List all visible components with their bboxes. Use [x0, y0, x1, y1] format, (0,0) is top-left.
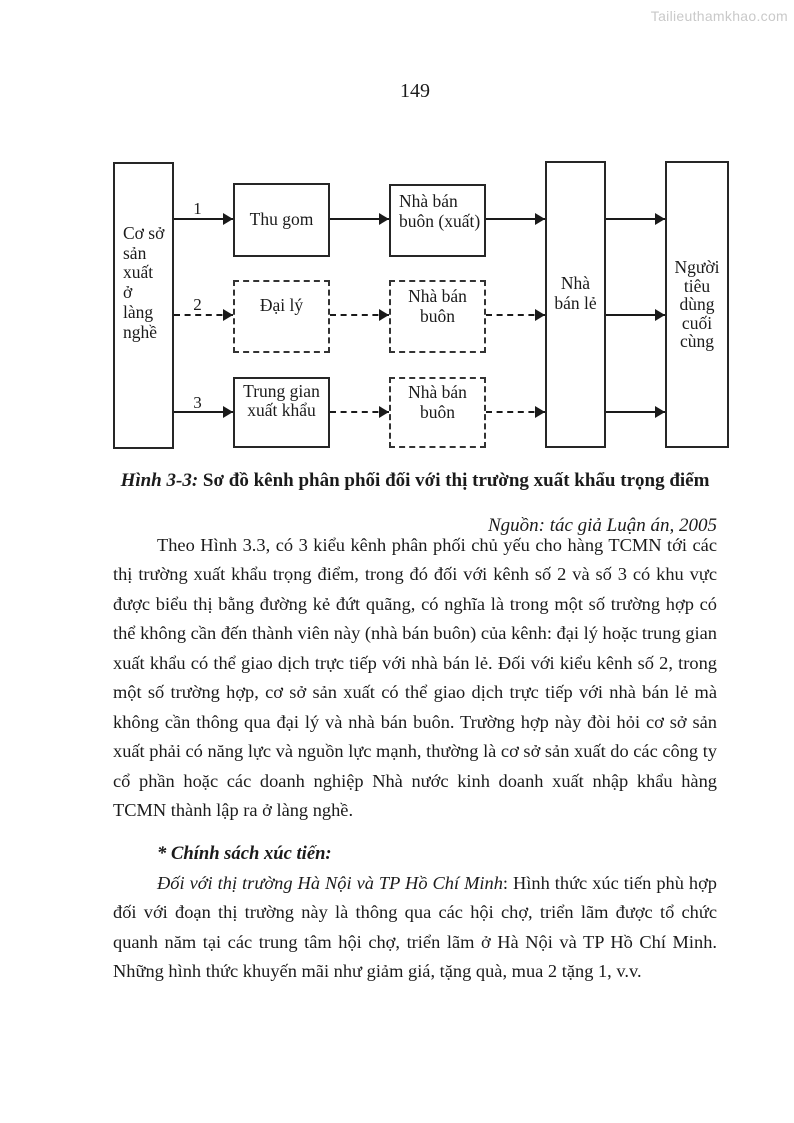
- arrow-wholesaler2-to-retailer: [486, 309, 545, 321]
- box-wholesaler-export: Nhà bán buôn (xuất): [389, 184, 486, 257]
- box-wholesaler-channel3: Nhà bán buôn: [389, 377, 486, 448]
- box-wholesaler-channel2: Nhà bán buôn: [389, 280, 486, 353]
- box-wholesaler-channel3-label: Nhà bán buôn: [408, 382, 467, 422]
- figure-caption-number: Hình 3-3:: [120, 470, 199, 491]
- site-watermark: Tailieuthamkhao.com: [650, 8, 788, 24]
- box-wholesaler-export-label: Nhà bán buôn (xuất): [399, 191, 481, 231]
- arrow-producer-to-collector: [174, 213, 233, 225]
- arrow-collector-to-wholesaler-export: [330, 213, 389, 225]
- box-retailer: Nhà bán lẻ: [545, 161, 606, 448]
- box-final-consumer-label: Người tiêu dùng cuối cùng: [674, 257, 720, 352]
- box-production-facility: Cơ sở sản xuất ở làng nghề: [113, 162, 174, 449]
- channel-2-label: 2: [193, 295, 202, 314]
- box-retailer-label: Nhà bán lẻ: [554, 273, 597, 313]
- box-collector-label: Thu gom: [249, 209, 314, 230]
- arrow-retailer-to-consumer-2: [606, 309, 665, 321]
- body-paragraph-2-lead: Đối với thị trường Hà Nội và TP Hồ Chí M…: [157, 873, 503, 893]
- body-paragraph-2-rest: : Hình thức xúc tiến phù hợp đối với đoạ…: [113, 873, 718, 982]
- arrow-wholesaler3-to-retailer: [486, 406, 545, 418]
- figure-source: Nguồn: tác giả Luận án, 2005: [487, 515, 717, 536]
- channel-3-label: 3: [193, 393, 202, 412]
- arrow-agent-to-wholesaler: [330, 309, 389, 321]
- box-wholesaler-channel2-label: Nhà bán buôn: [408, 286, 467, 326]
- box-export-intermediary-label: Trung gian xuất khẩu: [243, 381, 320, 420]
- channel-1-label: 1: [193, 199, 202, 218]
- arrow-export-intermediary-to-wholesaler: [330, 406, 389, 418]
- body-paragraph-2: Đối với thị trường Hà Nội và TP Hồ Chí M…: [113, 869, 717, 987]
- box-collector: Thu gom: [233, 183, 330, 257]
- box-agent-label: Đại lý: [259, 295, 304, 315]
- arrow-retailer-to-consumer-3: [606, 406, 665, 418]
- figure-caption-text: Sơ đồ kênh phân phối đối với thị trường …: [198, 470, 710, 491]
- box-agent: Đại lý: [233, 280, 330, 353]
- box-production-facility-label: Cơ sở sản xuất ở làng nghề: [123, 223, 165, 342]
- section-heading-promotion-policy: * Chính sách xúc tiến:: [157, 843, 332, 864]
- box-export-intermediary: Trung gian xuất khẩu: [233, 377, 330, 448]
- figure-caption: Hình 3-3: Sơ đồ kênh phân phối đối với t…: [103, 466, 727, 495]
- arrow-retailer-to-consumer-1: [606, 213, 665, 225]
- page-number: 149: [400, 80, 430, 102]
- arrow-wholesaler-export-to-retailer: [486, 213, 545, 225]
- arrow-producer-to-export-intermediary: [174, 406, 233, 418]
- body-paragraph-1: Theo Hình 3.3, có 3 kiểu kênh phân phối …: [113, 535, 717, 821]
- arrow-producer-to-agent: [174, 309, 233, 321]
- box-final-consumer: Người tiêu dùng cuối cùng: [665, 161, 729, 448]
